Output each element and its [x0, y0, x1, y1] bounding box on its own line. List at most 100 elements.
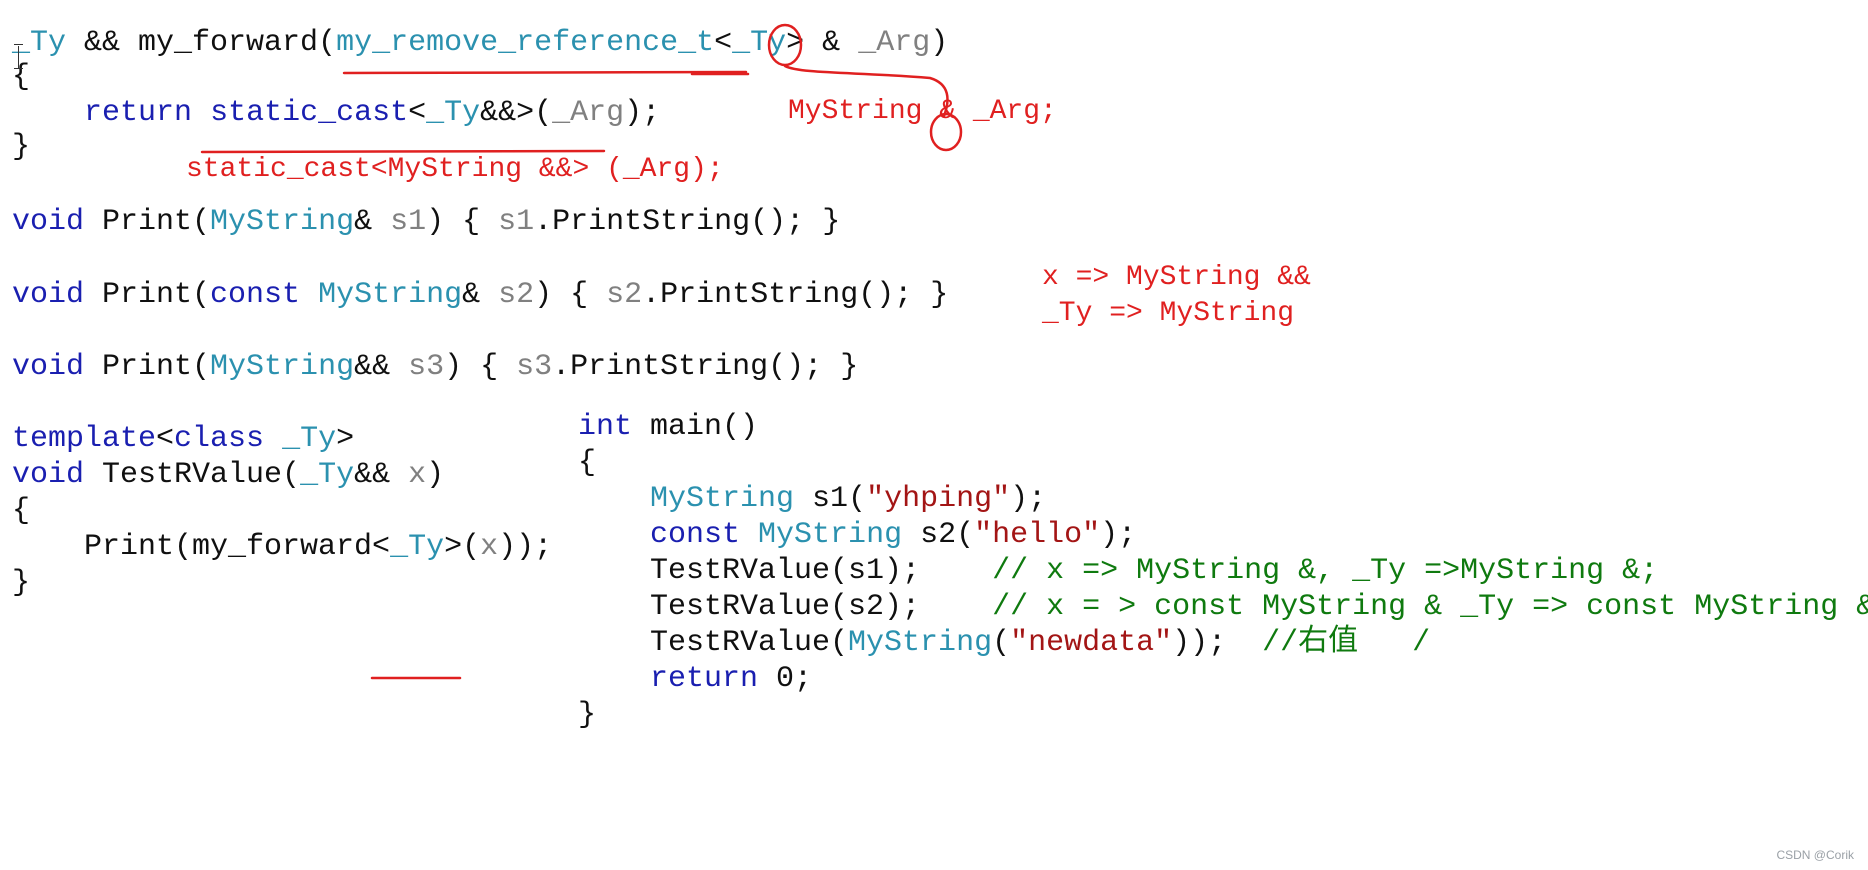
code-line-open-brace-2: {: [12, 494, 30, 528]
code-token: void: [12, 458, 85, 492]
code-token: MyString: [650, 482, 795, 516]
code-token: MyString: [210, 350, 355, 384]
code-token: ) {: [426, 205, 499, 239]
code-token: >(: [444, 530, 481, 564]
code-line-close-brace: }: [12, 130, 30, 164]
code-token: );: [624, 96, 661, 130]
code-line-main: int main(): [578, 410, 758, 444]
code-token: static_cast: [210, 96, 409, 130]
code-token: );: [1100, 518, 1137, 552]
code-token: Print(: [84, 205, 211, 239]
text-cursor-icon: [14, 44, 24, 70]
code-token: &: [822, 26, 841, 60]
code-token: s2(: [902, 518, 975, 552]
code-token: x: [408, 458, 427, 492]
code-token: template: [12, 422, 157, 456]
code-token: s2: [498, 278, 535, 312]
code-token: s1: [390, 205, 427, 239]
underline-remove-reference: [342, 70, 748, 75]
code-token: <: [408, 96, 427, 130]
code-token: [578, 482, 650, 516]
code-token: ) {: [444, 350, 517, 384]
code-token: >: [336, 422, 355, 456]
code-token: //右值 /: [1262, 626, 1431, 660]
code-token: ));: [1172, 626, 1263, 660]
code-token: &: [462, 278, 499, 312]
code-token: [192, 96, 210, 130]
code-token: return: [650, 662, 759, 696]
code-token: MyString: [848, 626, 993, 660]
code-token: {: [578, 446, 597, 480]
code-token: return: [84, 96, 193, 130]
code-token: <: [714, 26, 733, 60]
code-token: ));: [498, 530, 553, 564]
code-token: [300, 278, 318, 312]
code-token: MyString: [318, 278, 463, 312]
code-line-main-close-brace: }: [578, 698, 596, 732]
code-token: [264, 422, 282, 456]
code-token: const: [210, 278, 301, 312]
code-token: TestRValue(s2);: [578, 590, 993, 624]
underline-static-cast: [200, 149, 606, 154]
code-token: [12, 96, 84, 130]
code-token: }: [578, 698, 597, 732]
code-token: &&>(: [480, 96, 553, 130]
code-line-print-const-lvalue: void Print(const MyString& s2) { s2.Prin…: [12, 278, 948, 312]
note-mystring-ref-arg: MyString & _Arg;: [788, 96, 1057, 127]
code-token: void: [12, 350, 85, 384]
code-token: .PrintString(); }: [552, 350, 859, 384]
code-line-template: template<class _Ty>: [12, 422, 354, 456]
code-token: s1(: [794, 482, 867, 516]
code-token: "newdata": [1010, 626, 1173, 660]
code-token: [740, 518, 758, 552]
code-token: // x = > const MyString & _Ty => const M…: [992, 590, 1868, 624]
code-token: [840, 26, 858, 60]
code-token: Print(: [84, 350, 211, 384]
code-token: const: [650, 518, 741, 552]
code-token: .PrintString(); }: [534, 205, 841, 239]
code-token: _Ty: [732, 26, 787, 60]
code-token: void: [12, 205, 85, 239]
code-token: // x => MyString &, _Ty =>MyString &;: [992, 554, 1659, 588]
code-token: ): [930, 26, 949, 60]
code-token: ) {: [534, 278, 607, 312]
code-token: .PrintString(); }: [642, 278, 949, 312]
code-token: &&: [354, 458, 409, 492]
code-token: _Ty: [300, 458, 355, 492]
code-token: main(): [632, 410, 759, 444]
code-line-close-brace-2: }: [12, 566, 30, 600]
note-ty-mystring: _Ty => MyString: [1042, 298, 1295, 329]
code-line-print-rvalue: void Print(MyString&& s3) { s3.PrintStri…: [12, 350, 858, 384]
code-token: }: [12, 130, 31, 164]
code-token: s2: [606, 278, 643, 312]
code-token: class: [174, 422, 265, 456]
note-static-cast-mystring: static_cast<MyString &&> (_Arg);: [186, 154, 724, 185]
code-line-main-open-brace: {: [578, 446, 596, 480]
code-token: &: [354, 205, 391, 239]
code-token: _Arg: [552, 96, 625, 130]
code-token: my_remove_reference_t: [336, 26, 715, 60]
code-token: s3: [516, 350, 553, 384]
code-line-print-lvalue: void Print(MyString& s1) { s1.PrintStrin…: [12, 205, 840, 239]
code-token: _Ty: [12, 26, 67, 60]
code-token: _Ty: [390, 530, 445, 564]
code-token: s1: [498, 205, 535, 239]
code-token: );: [1010, 482, 1047, 516]
code-line-return-zero: return 0;: [578, 662, 812, 696]
code-token: _Arg: [858, 26, 931, 60]
code-token: MyString: [758, 518, 903, 552]
code-token: [578, 662, 650, 696]
code-token: s3: [408, 350, 445, 384]
watermark: CSDN @Corik: [1776, 848, 1854, 862]
code-line-return-static-cast: return static_cast<_Ty&&>(_Arg);: [12, 96, 660, 130]
code-token: }: [12, 566, 31, 600]
code-token: >: [786, 26, 823, 60]
code-line-test-s1: TestRValue(s1); // x => MyString &, _Ty …: [578, 554, 1658, 588]
code-line-test-s2: TestRValue(s2); // x = > const MyString …: [578, 590, 1868, 624]
code-token: Print(my_forward<: [12, 530, 391, 564]
code-line-test-newdata: TestRValue(MyString("newdata")); //右值 /: [578, 626, 1430, 660]
code-line-s1-decl: MyString s1("yhping");: [578, 482, 1046, 516]
code-token: "yhping": [866, 482, 1011, 516]
code-token: TestRValue(s1);: [578, 554, 993, 588]
code-token: TestRValue(: [578, 626, 849, 660]
